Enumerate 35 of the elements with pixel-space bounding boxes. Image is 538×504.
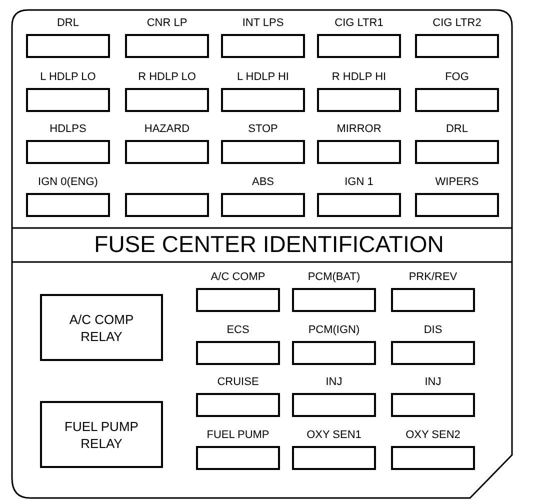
fuse-label: ABS (252, 176, 274, 189)
fuse-label: CRUISE (217, 376, 259, 389)
fuse-label: CIG LTR2 (432, 17, 482, 30)
fuse-slot (125, 193, 209, 217)
fuse-label: DRL (446, 123, 468, 136)
fuse-label: IGN 0(ENG) (38, 176, 98, 189)
fuse-label: PCM(BAT) (308, 271, 360, 284)
fuse-label: INT LPS (242, 17, 284, 30)
fuse-label: CNR LP (146, 17, 188, 30)
fuse-label: R HDLP HI (332, 71, 386, 84)
fuse-label: DIS (424, 324, 442, 337)
relay-slot: A/C COMP RELAY (40, 294, 163, 361)
fuse-label: DRL (56, 17, 79, 30)
fuse-label: CIG LTR1 (334, 17, 384, 30)
fuse-label: A/C COMP (210, 271, 266, 284)
fuse-label: L HDLP HI (237, 71, 289, 84)
fuse-label: ECS (226, 324, 250, 337)
fuse-label: OXY SEN1 (306, 429, 362, 442)
fuse-label: IGN 1 (344, 176, 374, 189)
fuse-label: WIPERS (435, 176, 479, 189)
fuse-label: R HDLP LO (138, 71, 196, 84)
fuse-label: PCM(IGN) (308, 324, 360, 337)
fuse-label: INJ (424, 376, 442, 389)
fuse-label: FOG (445, 71, 469, 84)
fuse-label: MIRROR (336, 123, 382, 136)
fuse-label: L HDLP LO (40, 71, 96, 84)
fuse-label: OXY SEN2 (406, 429, 460, 442)
fuse-label: INJ (326, 376, 342, 389)
fuse-label: FUEL PUMP (206, 429, 270, 442)
fuse-label: HAZARD (144, 123, 190, 136)
fuse-label: PRK/REV (408, 271, 458, 284)
fuse-label: STOP (248, 123, 278, 136)
fuse-label: HDLPS (50, 123, 86, 136)
relay-slot: FUEL PUMP RELAY (40, 401, 163, 468)
panel-title: FUSE CENTER IDENTIFICATION (93, 230, 445, 258)
